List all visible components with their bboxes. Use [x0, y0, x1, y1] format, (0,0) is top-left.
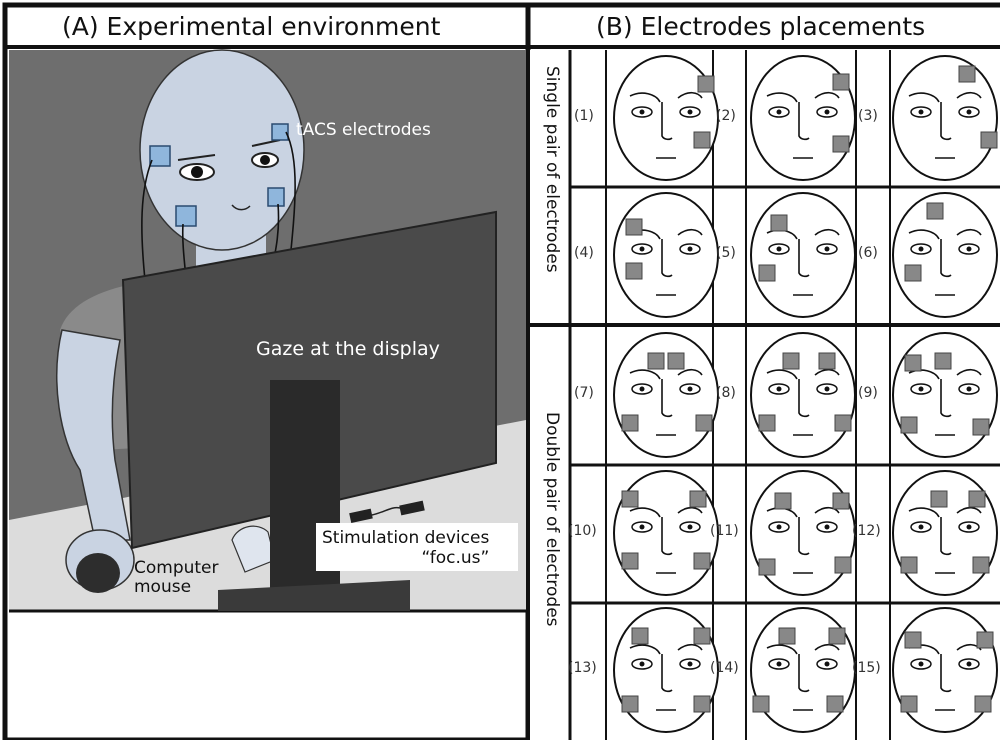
electrode-pad [697, 75, 715, 93]
electrode-pad [621, 490, 639, 508]
placement-label: (5) [716, 245, 736, 261]
electrode-pad [930, 490, 948, 508]
electrode-pad [689, 490, 707, 508]
stimulation-devices-label: Stimulation devices “foc.us” [322, 528, 489, 568]
electrode-pad [693, 627, 711, 645]
tacs-electrodes-label: tACS electrodes [296, 120, 431, 140]
face-diagram [750, 192, 856, 318]
face-diagram [613, 55, 719, 181]
placement-label: (3) [858, 108, 878, 124]
electrode-pad [695, 414, 713, 432]
placement-label: (14) [710, 660, 739, 676]
stimulation-devices-line1: Stimulation devices [322, 528, 490, 548]
face-diagram [750, 470, 856, 596]
electrode-placement-grid [530, 50, 1000, 740]
electrode-pad [621, 414, 639, 432]
electrode-pad [625, 262, 643, 280]
placement-label: (15) [852, 660, 881, 676]
face-diagram [892, 332, 998, 458]
electrode-pad [900, 416, 918, 434]
placement-label: (4) [574, 245, 594, 261]
placement-label: (8) [716, 385, 736, 401]
panel-b-title: (B) Electrodes placements [596, 12, 926, 41]
placement-label: (1) [574, 108, 594, 124]
electrode-pad [968, 490, 986, 508]
electrode-pad [934, 352, 952, 370]
electrode-pad [782, 352, 800, 370]
electrode-pad [904, 631, 922, 649]
electrode-pad [974, 695, 992, 713]
electrode-pad [904, 354, 922, 372]
computer-mouse-line2: mouse [134, 577, 192, 597]
electrode-pad [758, 414, 776, 432]
electrode-pad [958, 65, 976, 83]
electrode-pad [621, 695, 639, 713]
placement-label: (2) [716, 108, 736, 124]
face-diagram [613, 607, 719, 733]
electrode-pad [625, 218, 643, 236]
electrode-pad [778, 627, 796, 645]
electrode-pad [667, 352, 685, 370]
electrode-pad [834, 414, 852, 432]
face-diagram [750, 607, 856, 733]
electrode-pad [758, 264, 776, 282]
electrode-pad [832, 135, 850, 153]
face-diagram [892, 607, 998, 733]
electrode-pad [972, 556, 990, 574]
panel-a-title: (A) Experimental environment [62, 12, 441, 41]
electrode-pad [752, 695, 770, 713]
electrode-pad [631, 627, 649, 645]
placement-label: (9) [858, 385, 878, 401]
electrode-pad [770, 214, 788, 232]
electrode-pad [818, 352, 836, 370]
electrode-pad [900, 695, 918, 713]
placement-label: (7) [574, 385, 594, 401]
stimulation-devices-line2: “foc.us” [421, 548, 490, 568]
face-diagram [750, 332, 856, 458]
placement-label: (13) [568, 660, 597, 676]
electrode-pad [832, 73, 850, 91]
experimental-environment-illustration [9, 49, 526, 613]
electrode-pad [693, 695, 711, 713]
electrode-pad [926, 202, 944, 220]
electrode-pad [972, 418, 990, 436]
placement-label: (12) [852, 523, 881, 539]
electrode-pad [834, 556, 852, 574]
electrode-pad [774, 492, 792, 510]
face-diagram [613, 192, 719, 318]
electrode-pad [832, 492, 850, 510]
electrode-pad [758, 558, 776, 576]
electrode-pad [900, 556, 918, 574]
face-diagram [892, 55, 998, 181]
face-diagram [892, 192, 998, 318]
computer-mouse-line1: Computer [134, 558, 219, 578]
gaze-display-label: Gaze at the display [256, 338, 440, 360]
placement-label: (10) [568, 523, 597, 539]
electrode-pad [693, 552, 711, 570]
electrode-pad [976, 631, 994, 649]
single-pair-row-label: Single pair of electrodes [542, 66, 562, 273]
electrode-pad [693, 131, 711, 149]
face-diagram [613, 332, 719, 458]
electrode-pad [980, 131, 998, 149]
computer-mouse-label: Computer mouse [134, 559, 219, 597]
face-diagram [750, 55, 856, 181]
electrode-pad [904, 264, 922, 282]
electrode-pad [647, 352, 665, 370]
placement-label: (11) [710, 523, 739, 539]
double-pair-row-label: Double pair of electrodes [542, 412, 562, 627]
placement-label: (6) [858, 245, 878, 261]
face-diagram [892, 470, 998, 596]
face-diagram [613, 470, 719, 596]
electrode-pad [826, 695, 844, 713]
electrode-pad [621, 552, 639, 570]
electrode-pad [828, 627, 846, 645]
